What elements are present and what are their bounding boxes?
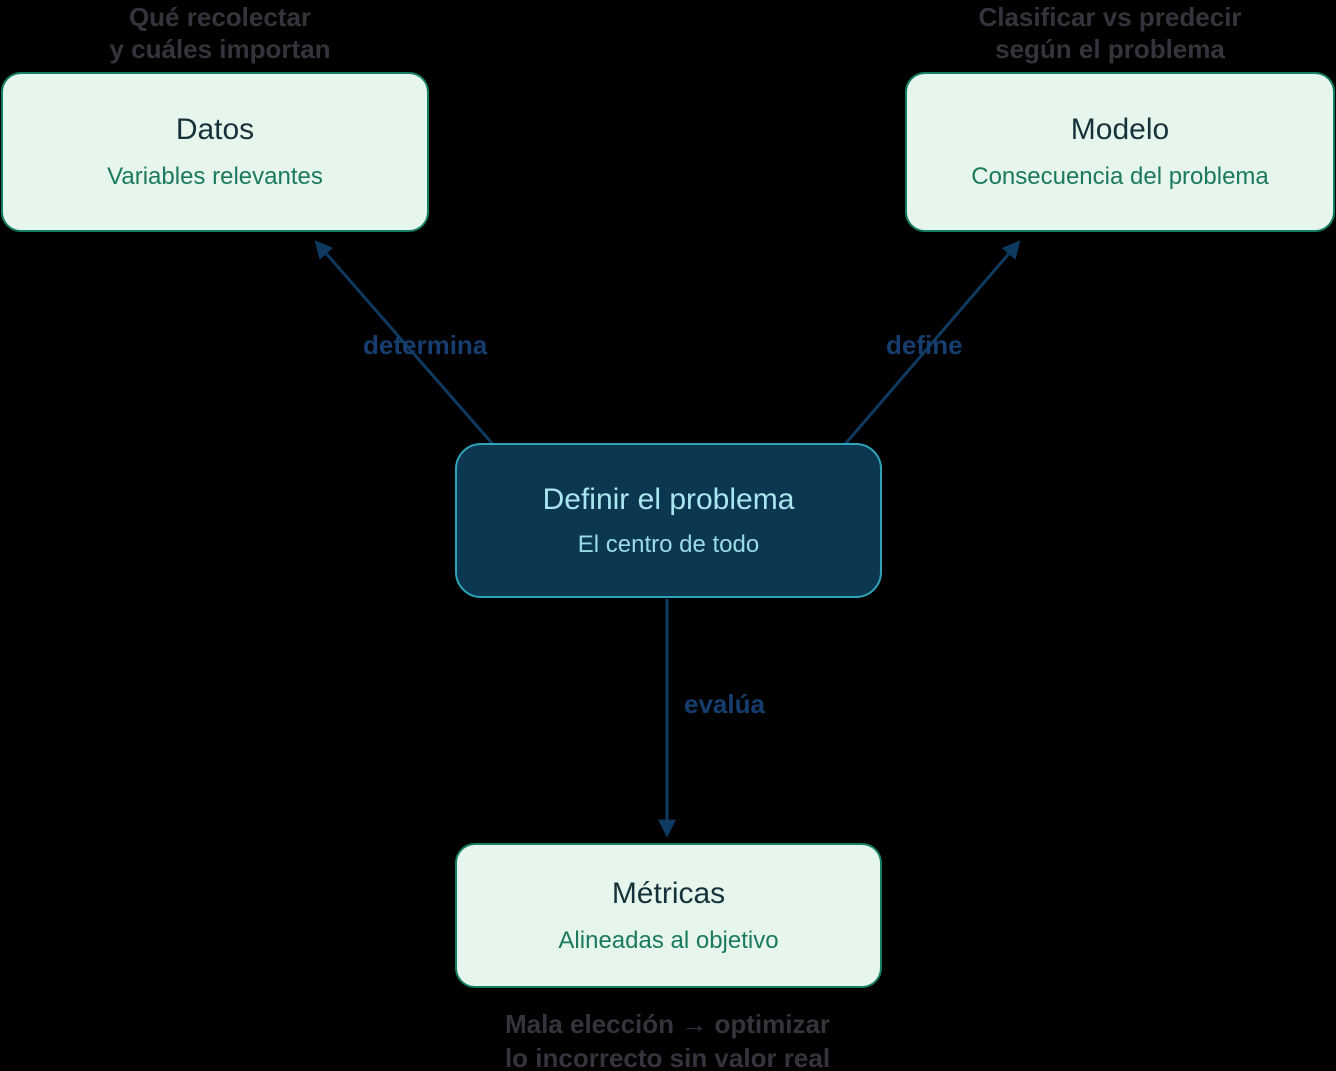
node-metricas-title: Métricas — [611, 876, 726, 910]
node-problema-subtitle: El centro de todo — [577, 530, 760, 558]
note-metricas: Mala elección → optimizar lo incorrecto … — [450, 1007, 885, 1071]
note-datos: Qué recolectar y cuáles importan — [60, 1, 380, 65]
node-modelo: Modelo Consecuencia del problema — [905, 72, 1335, 232]
note-metricas-line1: Mala elección → optimizar — [504, 1009, 831, 1039]
note-datos-line1: Qué recolectar — [128, 2, 312, 32]
node-modelo-subtitle: Consecuencia del problema — [971, 163, 1269, 190]
node-datos-title: Datos — [175, 113, 255, 146]
edge-label-determina: determina — [363, 330, 488, 360]
edge-label-define: define — [886, 330, 963, 360]
note-modelo-line1: Clasificar vs predecir — [978, 2, 1242, 32]
node-modelo-title: Modelo — [1070, 113, 1170, 146]
note-modelo: Clasificar vs predecir según el problema — [945, 1, 1275, 65]
node-metricas: Métricas Alineadas al objetivo — [455, 843, 882, 988]
node-problema-title: Definir el problema — [542, 482, 795, 516]
note-metricas-line2: lo incorrecto sin valor real — [504, 1043, 831, 1071]
note-datos-line2: y cuáles importan — [109, 34, 331, 64]
node-definir-el-problema: Definir el problema El centro de todo — [455, 443, 882, 598]
node-datos: Datos Variables relevantes — [1, 72, 429, 232]
note-modelo-line2: según el problema — [995, 34, 1225, 64]
edge-label-evalua: evalúa — [684, 689, 765, 719]
node-metricas-subtitle: Alineadas al objetivo — [558, 926, 779, 954]
node-datos-subtitle: Variables relevantes — [107, 163, 323, 190]
